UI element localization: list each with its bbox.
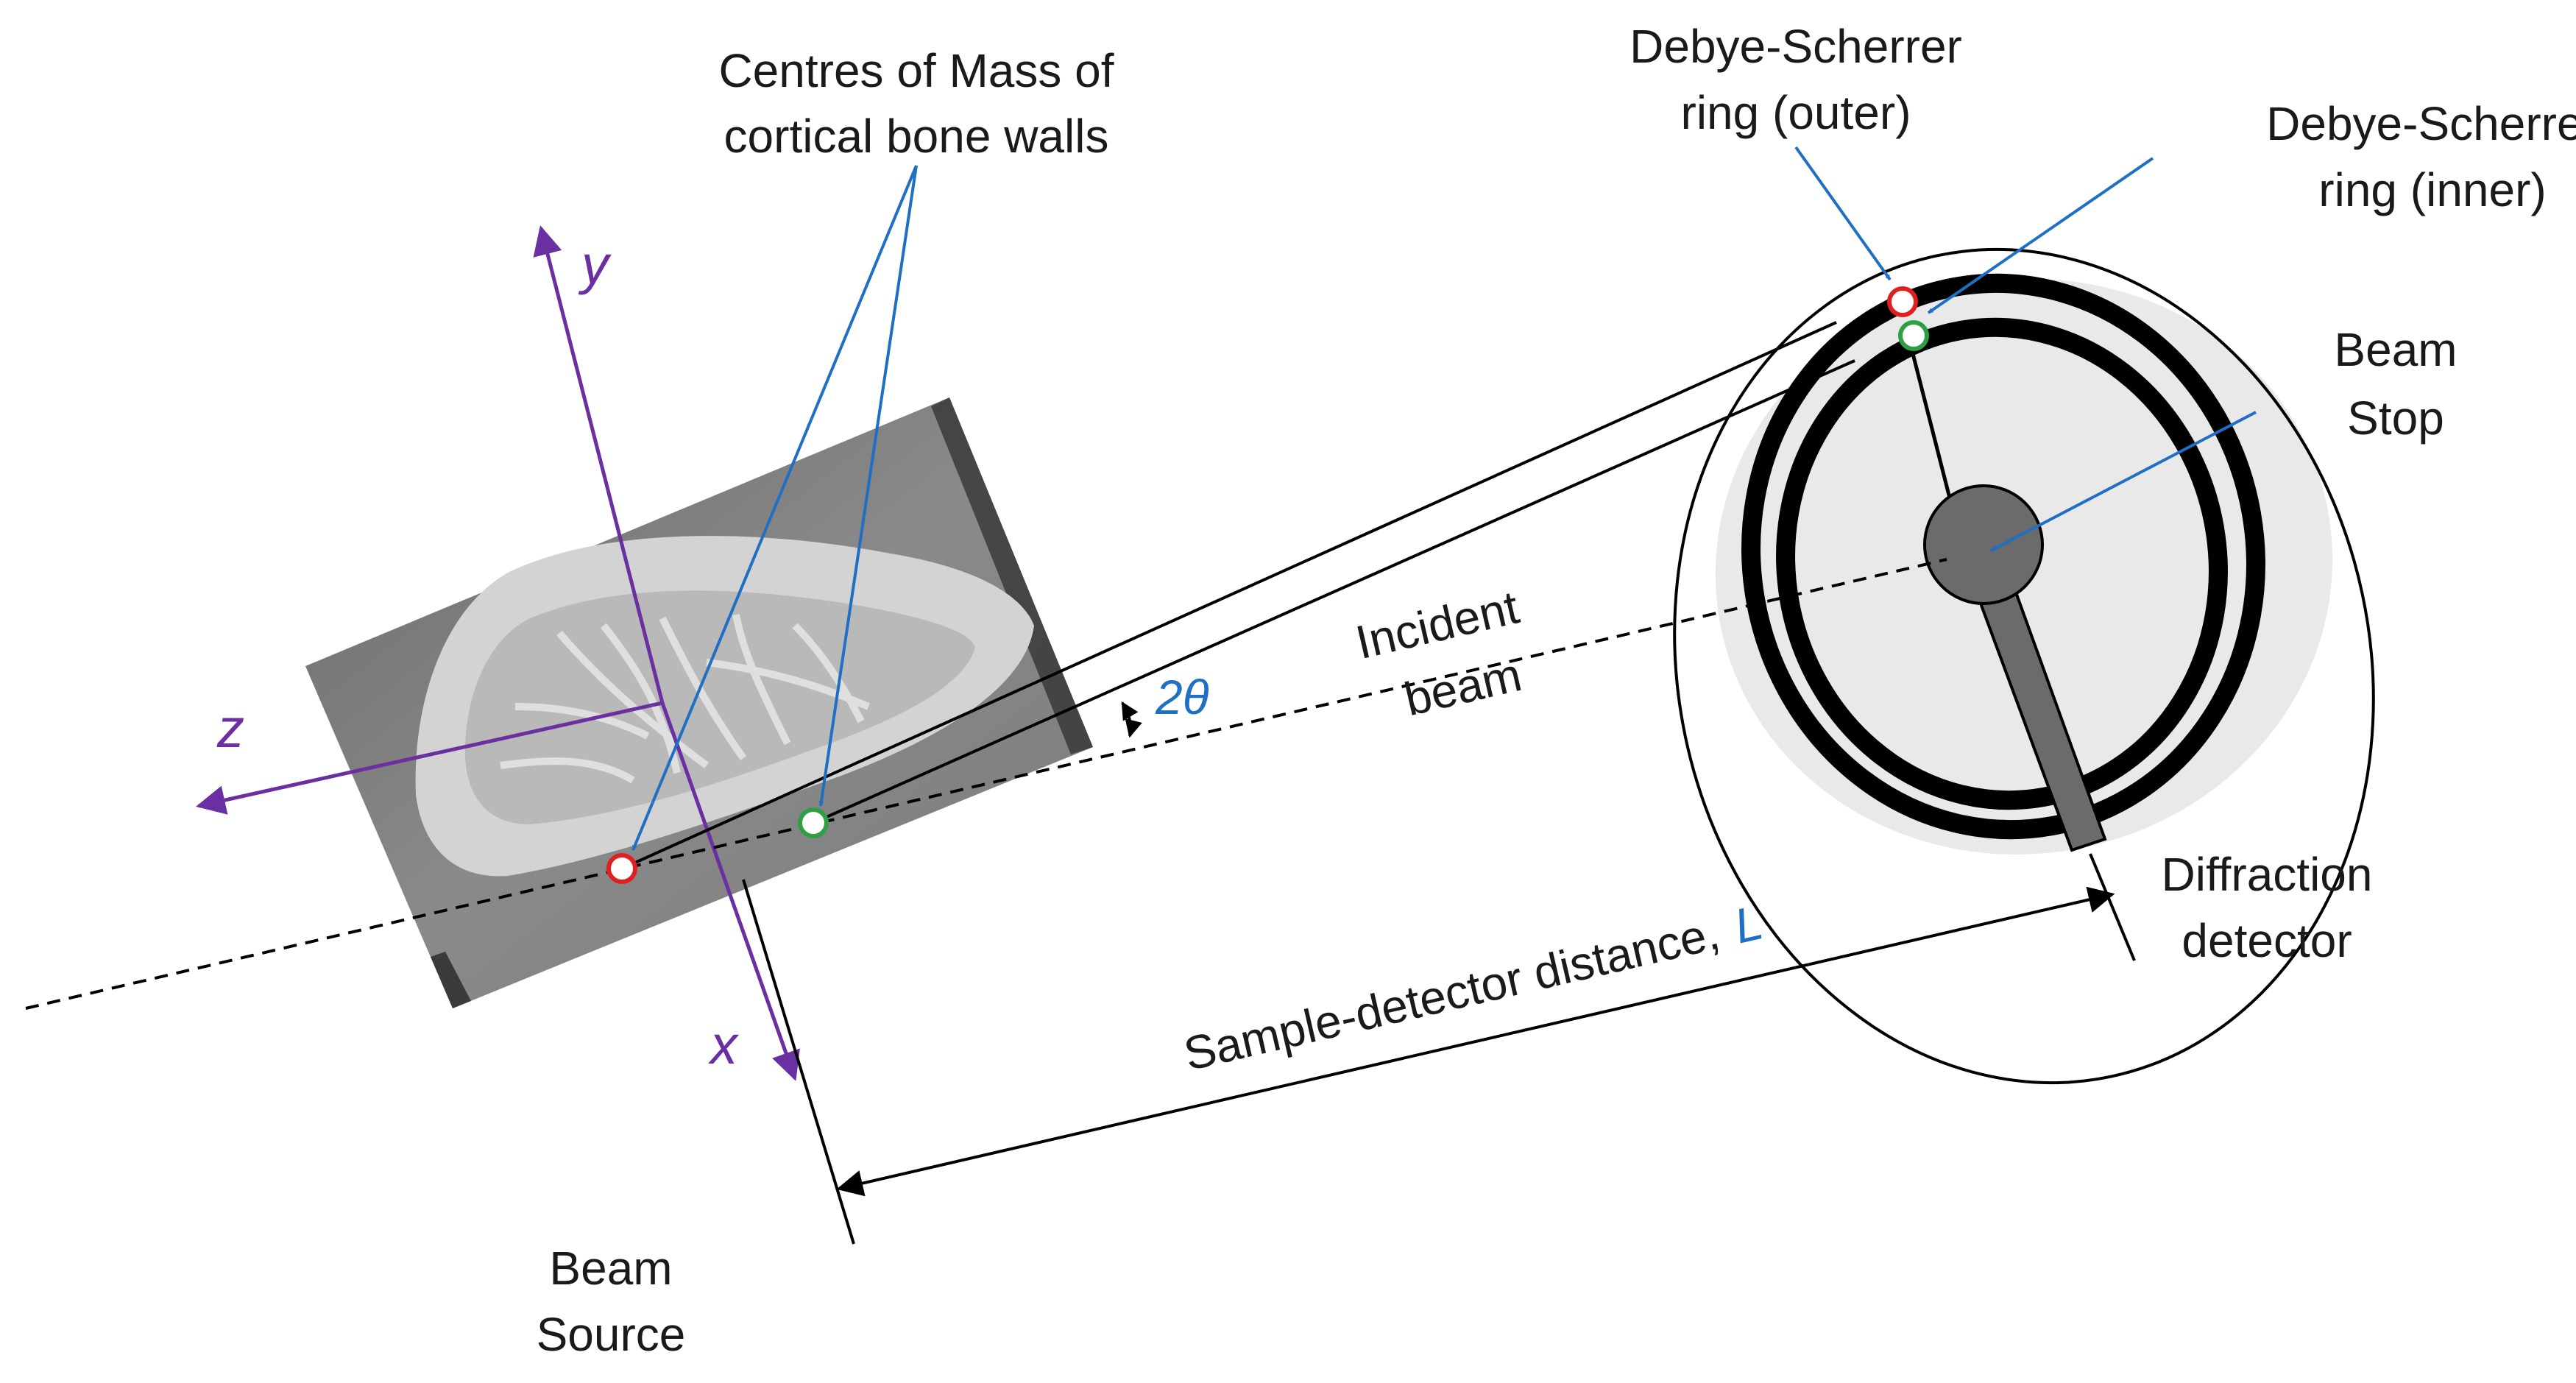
beam-stop-label-line2: Stop	[2347, 392, 2444, 445]
beam-stop	[1923, 484, 2044, 605]
centres-label-line2: cortical bone walls	[724, 110, 1109, 163]
diffraction-detector-label-line1: Diffraction	[2162, 848, 2373, 901]
incident-beam-label-line2: beam	[1400, 648, 1526, 726]
beam-source-label-line2: Source	[537, 1308, 686, 1361]
beam-source-label-line1: Beam	[549, 1242, 672, 1295]
axis-x-label: x	[708, 1014, 740, 1075]
two-theta-label: 2θ	[1155, 670, 1209, 724]
source-extension-line	[742, 879, 855, 1245]
pointer-ds-outer	[1794, 146, 1892, 281]
bone-sample-image	[305, 397, 1093, 1008]
pointer-centre-outer	[631, 165, 918, 851]
pointer-centre-inner	[818, 165, 918, 807]
distance-text: Sample-detector distance,	[1179, 906, 1724, 1080]
x-axis-line	[660, 702, 800, 1081]
ds-inner-label-line2: ring (inner)	[2318, 163, 2546, 216]
pointer-beam-stop	[1990, 411, 2257, 552]
distance-arrow	[836, 886, 2115, 1197]
red-circle-marker-ring	[1887, 286, 1918, 317]
axis-y-label: y	[578, 234, 612, 295]
diffraction-detector-label-line2: detector	[2182, 914, 2352, 967]
ds-inner-label-line1: Debye-Scherrer	[2266, 97, 2576, 150]
pointer-arrows	[631, 146, 2257, 851]
beam-stop-label-line1: Beam	[2334, 323, 2457, 376]
red-circle-marker-sample	[606, 853, 637, 884]
sample-detector-distance-label: Sample-detector distance,L	[1178, 894, 1767, 1080]
green-circle-marker-ring	[1898, 320, 1929, 351]
green-circle-marker-sample	[798, 807, 829, 838]
incident-beam-line	[25, 558, 1947, 1010]
diffraction-detector	[1673, 247, 2375, 1085]
markers	[606, 286, 1929, 884]
debye-scherrer-ring-inner	[1776, 317, 2228, 810]
centres-label-line1: Centres of Mass of	[718, 44, 1114, 97]
ds-outer-label-line1: Debye-Scherrer	[1630, 20, 1962, 73]
ring-radius-line	[1908, 342, 1956, 516]
pointer-ds-inner	[1927, 157, 2154, 314]
two-theta-arc	[1121, 701, 1142, 738]
debye-scherrer-ring-outer	[1741, 273, 2265, 840]
detector-extension-line	[2089, 853, 2136, 961]
diffracted-ray-inner	[813, 359, 1855, 824]
distance-symbol: L	[1729, 894, 1767, 953]
z-axis-line	[196, 701, 663, 815]
axis-z-label: z	[216, 698, 244, 759]
y-axis-line	[533, 225, 665, 704]
coordinate-axes	[196, 225, 800, 1081]
sample-detector-distance-dimension	[742, 853, 2136, 1245]
ds-outer-label-line2: ring (outer)	[1681, 86, 1911, 139]
